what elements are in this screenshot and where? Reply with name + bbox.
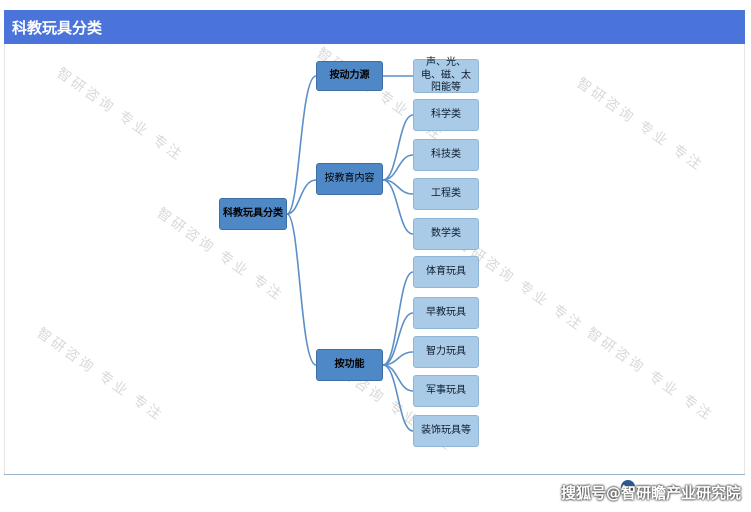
connector	[382, 114, 414, 181]
bottom-divider	[4, 474, 745, 475]
leaf-node: 装饰玩具等	[413, 415, 479, 447]
branch-node-function: 按功能	[316, 349, 383, 381]
source-text: 搜狐号@智研瞻产业研究院	[560, 484, 741, 502]
leaf-node: 早教玩具	[413, 297, 479, 329]
leaf-node: 体育玩具	[413, 256, 479, 288]
connector	[382, 179, 414, 235]
branch-node-education-content: 按教育内容	[316, 163, 383, 195]
leaf-node: 声、光、电、磁、太阳能等	[413, 57, 479, 93]
connector	[382, 312, 414, 366]
diagram-canvas: 智研咨询 专业 专注 智研咨询 专业 专注 智研咨询 专业 专注 智研咨询 专业…	[4, 44, 745, 474]
page-title: 科教玩具分类	[12, 18, 103, 37]
leaf-node: 工程类	[413, 178, 479, 210]
source-caption: 搜狐号@智研瞻产业研究院	[561, 482, 741, 503]
connector	[382, 351, 414, 366]
logo-icon	[621, 480, 635, 494]
connector	[382, 271, 414, 366]
header-bar: 科教玩具分类	[4, 10, 745, 44]
connector	[382, 364, 414, 432]
connector	[382, 154, 414, 181]
leaf-node: 数学类	[413, 218, 479, 250]
leaf-node: 军事玩具	[413, 375, 479, 407]
connector	[286, 213, 317, 366]
leaf-node: 科技类	[413, 139, 479, 171]
root-node: 科教玩具分类	[219, 198, 287, 230]
connector	[382, 364, 414, 392]
leaf-node: 科学类	[413, 99, 479, 131]
leaf-node: 智力玩具	[413, 336, 479, 368]
connector	[286, 75, 317, 215]
connector	[286, 179, 317, 215]
branch-node-power-source: 按动力源	[316, 61, 383, 91]
